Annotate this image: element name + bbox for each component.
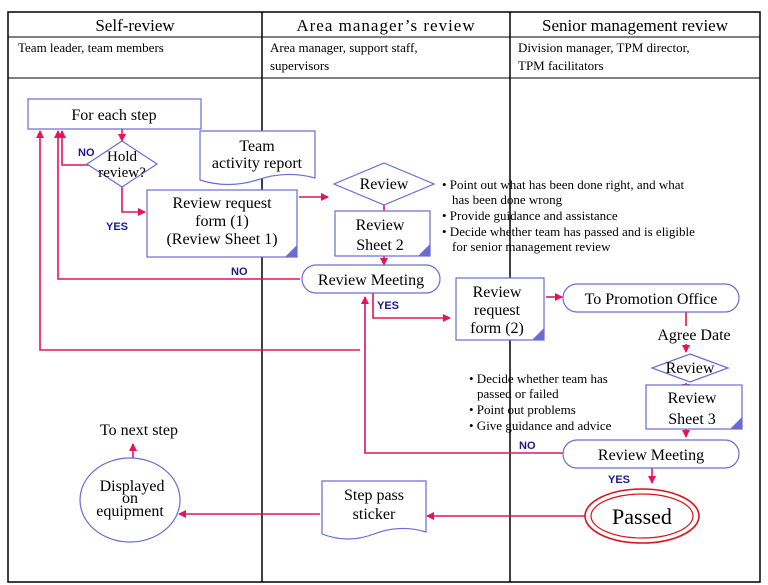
svg-text:Review: Review (666, 360, 715, 377)
svg-text:Sheet 3: Sheet 3 (668, 411, 716, 428)
yes-label-review-meeting: YES (377, 300, 399, 312)
svg-text:Review request: Review request (172, 195, 272, 212)
column-title-self-review: Self-review (95, 16, 175, 35)
svg-text:activity report: activity report (212, 155, 303, 172)
svg-text:for senior management review: for senior management review (452, 239, 611, 254)
yes-label-hold-review: YES (106, 221, 128, 233)
svg-text:equipment: equipment (96, 503, 164, 520)
column-subtitle-self-review: Team leader, team members (18, 40, 164, 55)
column-title-area-manager: Area manager’s review (296, 16, 475, 35)
svg-text:Passed: Passed (612, 504, 672, 529)
column-subtitle-senior-2: TPM facilitators (518, 58, 604, 73)
for-each-step-box: For each step (27, 98, 202, 130)
svg-text:• Decide whether team has: • Decide whether team has (469, 371, 608, 386)
svg-text:For each step: For each step (71, 107, 156, 124)
no-label-senior-meeting: NO (519, 440, 536, 452)
svg-text:Displayed: Displayed (100, 478, 165, 495)
svg-text:sticker: sticker (353, 506, 396, 523)
to-promotion-office-box: To Promotion Office (562, 283, 740, 313)
column-subtitle-area-manager-1: Area manager, support staff, (270, 40, 418, 55)
review-request-form-1: Review request form (1) (Review Sheet 1) (146, 189, 298, 258)
to-next-step-label: To next step (100, 422, 178, 439)
review-sheet-3-box: Review Sheet 3 (645, 384, 743, 430)
svg-text:on: on (122, 490, 138, 507)
hold-review-decision: Hold review? (85, 140, 159, 188)
svg-text:• Give guidance and advice: • Give guidance and advice (469, 418, 612, 433)
svg-text:• Provide guidance and assista: • Provide guidance and assistance (442, 208, 618, 223)
review-request-form-2: Review request form (2) (455, 277, 545, 341)
svg-text:has been done wrong: has been done wrong (452, 192, 563, 207)
svg-text:Review: Review (668, 390, 717, 407)
senior-review-notes: • Decide whether team has passed or fail… (469, 371, 612, 433)
displayed-on-equipment-circle: Displayed on equipment (79, 457, 181, 543)
column-title-senior-management: Senior management review (542, 16, 729, 35)
svg-text:(Review Sheet 1): (Review Sheet 1) (166, 231, 277, 248)
svg-text:form (2): form (2) (470, 320, 524, 337)
review-sheet-2-box: Review Sheet 2 (334, 210, 431, 257)
no-label-review-meeting: NO (231, 266, 248, 278)
svg-text:• Point out problems: • Point out problems (469, 402, 576, 417)
agree-date-label: Agree Date (657, 327, 730, 344)
review-decision-area: Review (332, 162, 436, 206)
svg-text:Review: Review (473, 284, 522, 301)
diagram-frame (7, 11, 761, 583)
svg-text:form (1): form (1) (195, 213, 249, 230)
svg-text:To Promotion Office: To Promotion Office (585, 291, 718, 308)
svg-text:Step pass: Step pass (344, 487, 404, 504)
column-subtitle-senior-1: Division manager, TPM director, (518, 40, 690, 55)
review-decision-senior: Review (650, 353, 730, 383)
area-review-notes: • Point out what has been done right, an… (442, 177, 695, 254)
passed-terminal: Passed (584, 488, 700, 544)
no-label-hold-review: NO (78, 147, 95, 159)
svg-text:review?: review? (98, 165, 146, 181)
svg-text:Team: Team (239, 138, 275, 155)
column-subtitle-area-manager-2: supervisors (270, 58, 329, 73)
yes-label-senior-meeting: YES (608, 474, 630, 486)
svg-text:request: request (474, 302, 521, 319)
svg-text:Hold: Hold (107, 149, 138, 165)
svg-text:passed or failed: passed or failed (477, 386, 559, 401)
review-meeting-senior: Review Meeting (562, 439, 740, 469)
svg-text:Review Meeting: Review Meeting (318, 272, 424, 289)
svg-text:• Point out what has been done: • Point out what has been done right, an… (442, 177, 685, 192)
svg-text:Review: Review (360, 176, 409, 193)
review-meeting-area: Review Meeting (301, 264, 441, 294)
team-activity-report-document: Team activity report (199, 130, 316, 186)
svg-text:Sheet 2: Sheet 2 (356, 237, 404, 254)
svg-text:Review Meeting: Review Meeting (598, 447, 704, 464)
svg-text:• Decide whether team has pass: • Decide whether team has passed and is … (442, 224, 695, 239)
svg-text:Review: Review (356, 217, 405, 234)
step-pass-sticker-document: Step pass sticker (321, 480, 427, 540)
